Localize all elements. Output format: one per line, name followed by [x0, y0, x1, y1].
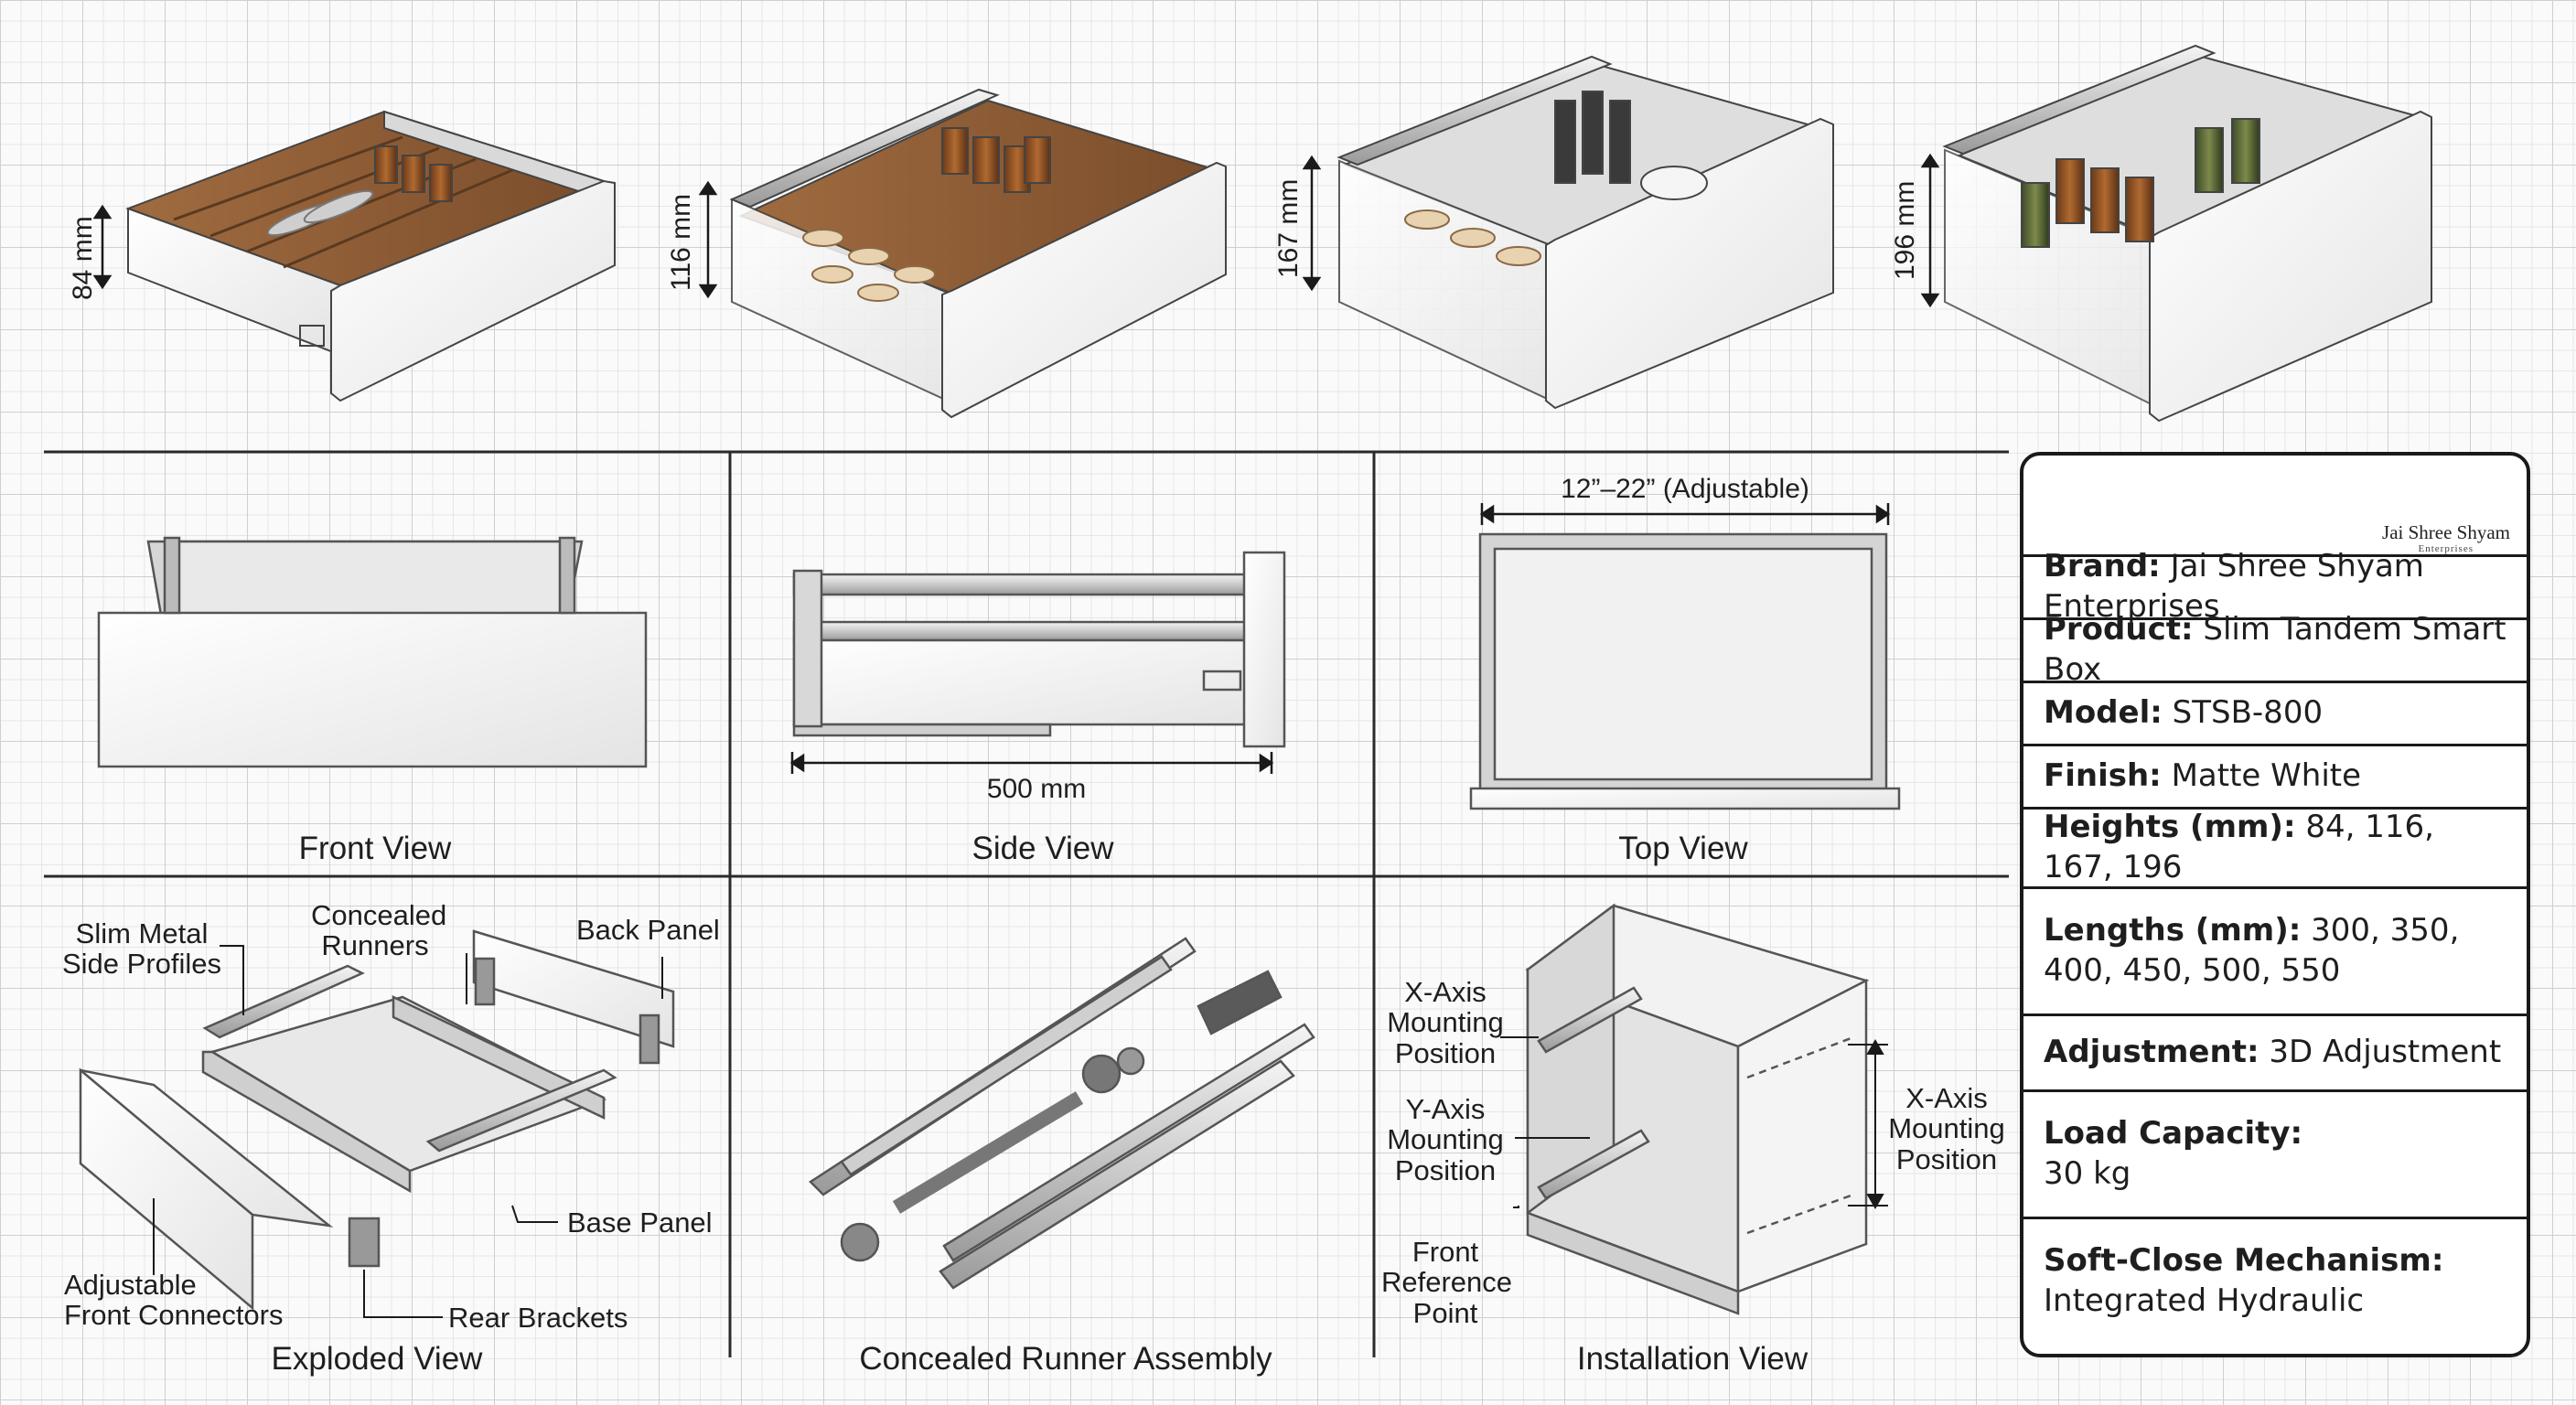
installation-view-drawing — [1525, 903, 1870, 1315]
spec-key: Heights (mm): — [2044, 809, 2296, 846]
side-length-arrow — [789, 752, 1274, 774]
brand-logo: Jai Shree Shyam Enterprises — [2023, 456, 2527, 557]
note-line: Y-Axis — [1405, 1093, 1486, 1125]
spec-row-softclose: Soft-Close Mechanism: Integrated Hydraul… — [2023, 1219, 2527, 1344]
height-label-84: 84 mm — [68, 216, 98, 300]
note-line: Position — [1394, 1153, 1497, 1186]
note-line: Mounting — [1387, 1006, 1504, 1039]
height-label-167: 167 mm — [1273, 178, 1304, 278]
note-line: Point — [1412, 1296, 1478, 1329]
height-label-196: 196 mm — [1890, 180, 1920, 280]
caption-installation-view: Installation View — [1576, 1341, 1809, 1377]
exploded-leader-lines — [153, 945, 663, 1318]
exploded-view-drawing — [79, 929, 675, 1311]
note-line: Front Connectors — [64, 1299, 284, 1332]
caption-top-view: Top View — [1618, 831, 1748, 866]
spec-key: Lengths (mm): — [2044, 912, 2302, 949]
spec-text: Model: STSB-800 — [2044, 693, 2506, 734]
spec-value: 3D Adjustment — [2269, 1034, 2502, 1071]
drawer-116mm-illustration — [729, 88, 1227, 419]
spec-key: Load Capacity: — [2044, 1115, 2303, 1153]
top-width-arrow — [1479, 503, 1891, 525]
spec-row-finish: Finish: Matte White — [2023, 746, 2527, 810]
note-rear-brackets: Rear Brackets — [448, 1302, 628, 1334]
spec-key: Product: — [2044, 611, 2194, 649]
note-adjustable-front-connectors: Adjustable Front Connectors — [64, 1270, 284, 1331]
spec-value: STSB-800 — [2172, 694, 2324, 732]
note-line: Position — [1895, 1142, 1998, 1175]
caption-exploded-view: Exploded View — [271, 1341, 483, 1377]
note-line: Front — [1411, 1236, 1479, 1268]
note-line: X-Axis — [1404, 976, 1487, 1008]
note-line: Position — [1394, 1036, 1497, 1069]
note-slim-metal-side-profiles: Slim Metal Side Profiles — [55, 918, 229, 980]
logo-sub: Enterprises — [2418, 543, 2474, 554]
note-line: X-Axis — [1905, 1082, 1988, 1114]
note-line: Mounting — [1387, 1123, 1504, 1156]
height-dimension-arrows — [92, 153, 1940, 308]
spec-row-model: Model: STSB-800 — [2023, 683, 2527, 746]
side-length-label: 500 mm — [986, 774, 1087, 804]
layout-grid-lines — [44, 450, 2009, 1357]
spec-text: Finish: Matte White — [2044, 756, 2506, 797]
spec-key: Finish: — [2044, 757, 2162, 795]
runner-assembly-drawing — [809, 937, 1315, 1290]
spec-text: Heights (mm): 84, 116, 167, 196 — [2044, 808, 2506, 887]
spec-value: 30 kg — [2044, 1155, 2131, 1192]
spec-value: 84, 116, 167, 196 — [2044, 809, 2434, 885]
spec-text: Product: Slim Tandem Smart Box — [2044, 610, 2506, 690]
caption-runner-assembly: Concealed Runner Assembly — [859, 1341, 1272, 1377]
top-view-drawing — [1469, 532, 1901, 810]
note-x-axis-right: X-Axis Mounting Position — [1883, 1082, 2011, 1175]
note-back-panel: Back Panel — [576, 914, 720, 946]
drawer-167mm-illustration — [1336, 55, 1834, 410]
note-y-axis: Y-Axis Mounting Position — [1381, 1093, 1509, 1186]
drawer-84mm-illustration — [125, 110, 616, 402]
spec-key: Model: — [2044, 694, 2163, 732]
note-x-axis-left: X-Axis Mounting Position — [1381, 976, 1509, 1069]
note-concealed-runners: Concealed Runners — [311, 899, 447, 962]
spec-key: Adjustment: — [2044, 1034, 2259, 1071]
drawer-196mm-illustration — [1942, 44, 2432, 423]
note-front-reference-point: Front Reference Point — [1381, 1236, 1513, 1329]
spec-row-lengths: Lengths (mm): 300, 350, 400, 450, 500, 5… — [2023, 889, 2527, 1016]
spec-value: 300, 350, 400, 450, 500, 550 — [2044, 912, 2460, 989]
spec-row-heights: Heights (mm): 84, 116, 167, 196 — [2023, 808, 2527, 889]
side-view-drawing — [792, 551, 1286, 748]
note-line: Reference — [1381, 1266, 1513, 1299]
note-line: Concealed — [311, 899, 447, 931]
height-label-116: 116 mm — [666, 193, 696, 291]
note-line: Slim Metal — [75, 917, 209, 949]
installation-leader-lines — [1500, 1036, 1888, 1210]
spec-text: Adjustment: 3D Adjustment — [2044, 1033, 2506, 1073]
spec-row-product: Product: Slim Tandem Smart Box — [2023, 611, 2527, 688]
top-width-label: 12”–22” (Adjustable) — [1561, 474, 1809, 504]
spec-panel: Jai Shree Shyam Enterprises Brand: Jai S… — [2020, 452, 2530, 1357]
note-line: Side Profiles — [61, 948, 222, 981]
spec-value: Matte White — [2171, 757, 2362, 795]
note-line: Adjustable — [64, 1269, 197, 1301]
spec-key: Soft-Close Mechanism: — [2044, 1242, 2444, 1280]
spec-value: Integrated Hydraulic — [2044, 1282, 2365, 1319]
logo-name: Jai Shree Shyam — [2382, 521, 2510, 543]
spec-row-adjustment: Adjustment: 3D Adjustment — [2023, 1016, 2527, 1092]
note-line: Mounting — [1888, 1112, 2005, 1145]
spec-text: Lengths (mm): 300, 350, 400, 450, 500, 5… — [2044, 911, 2506, 991]
note-base-panel: Base Panel — [567, 1207, 713, 1239]
caption-front-view: Front View — [298, 831, 452, 866]
spec-value: Slim Tandem Smart Box — [2044, 611, 2506, 688]
note-line: Runners — [321, 929, 429, 962]
spec-row-load: Load Capacity: 30 kg — [2023, 1092, 2527, 1219]
front-view-drawing — [97, 536, 648, 768]
caption-side-view: Side View — [971, 831, 1114, 866]
